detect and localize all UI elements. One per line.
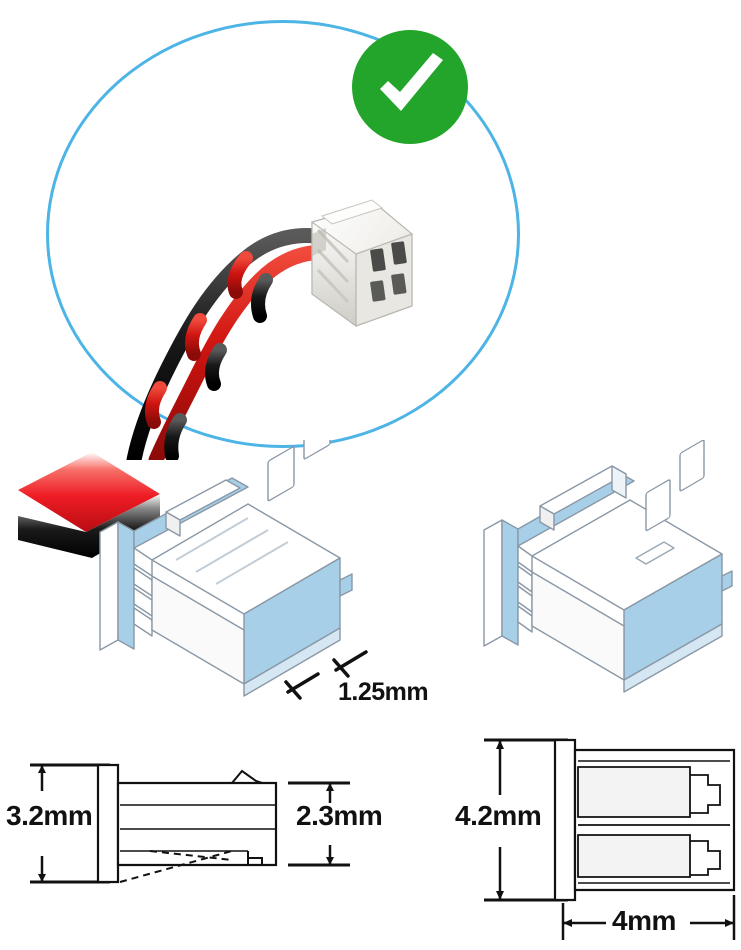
- wire-black-overlaps: [164, 273, 273, 460]
- check-mark-icon: [380, 53, 443, 111]
- pin-window: [267, 446, 295, 502]
- product-photo-panel: [0, 0, 741, 460]
- wire-ribbons: [18, 452, 160, 558]
- front-profile-drawing: [400, 725, 741, 950]
- dimension-label-width-overall: 4.2mm: [455, 800, 542, 831]
- green-check-badge: [349, 27, 471, 147]
- pin-window: [303, 440, 331, 460]
- isometric-connector-housing: [440, 440, 740, 700]
- connector-housing-iso: [99, 440, 353, 697]
- isometric-connector-with-wires: [0, 440, 420, 725]
- dimension-label-height-flange: 3.2mm: [6, 800, 93, 831]
- pitch-dimension-arrows: [284, 650, 368, 700]
- highlight-ellipse: [46, 20, 520, 448]
- dimension-label-depth-overall: 4mm: [612, 905, 676, 936]
- dimension-label-pitch: 1.25mm: [338, 678, 429, 706]
- dimension-label-height-body: 2.3mm: [296, 800, 383, 831]
- connector-photo: [60, 130, 460, 460]
- pin-window: [645, 479, 671, 532]
- side-profile-drawing: [0, 725, 400, 950]
- connector-housing: [311, 199, 413, 328]
- pin-window: [679, 440, 705, 492]
